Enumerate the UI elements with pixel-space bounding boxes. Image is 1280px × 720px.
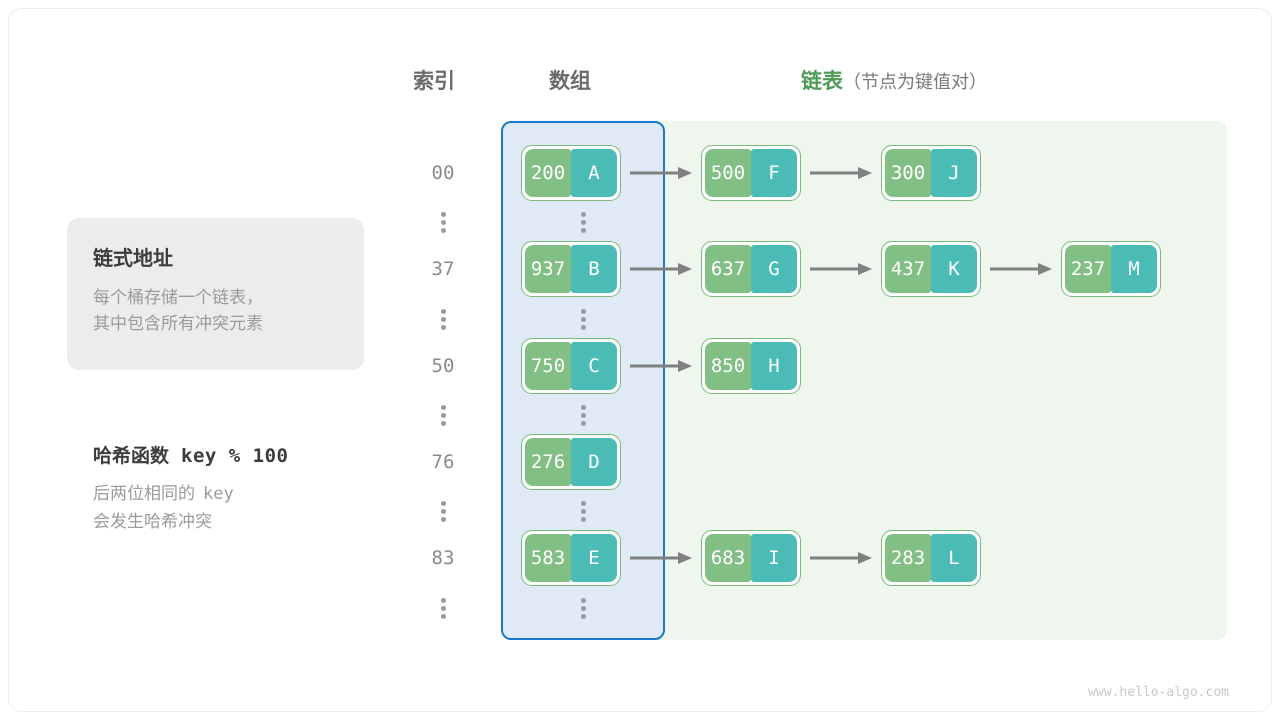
column-header-array: 数组 <box>549 70 591 93</box>
array-ellipsis <box>553 595 613 619</box>
next-pointer-arrow-icon <box>621 241 701 297</box>
hash-function-body: 后两位相同的 key 会发生哈希冲突 <box>93 480 423 535</box>
node-value: E <box>571 534 617 582</box>
info-card-body: 每个桶存储一个链表， 其中包含所有冲突元素 <box>93 285 338 338</box>
node-key: 750 <box>525 342 571 390</box>
bucket-index-label: 50 <box>431 355 455 377</box>
hash-note-line1: 后两位相同的 key <box>93 480 423 508</box>
hash-note-key-token: key <box>203 484 234 504</box>
array-ellipsis <box>553 498 613 522</box>
node-key: 937 <box>525 245 571 293</box>
watermark: www.hello-algo.com <box>1088 685 1229 700</box>
hash-function-note: 哈希函数 key % 100 后两位相同的 key 会发生哈希冲突 <box>93 441 423 535</box>
info-card-body-line2: 其中包含所有冲突元素 <box>93 314 263 334</box>
next-pointer-arrow-icon <box>621 530 701 586</box>
node-value: L <box>931 534 977 582</box>
next-pointer-arrow-icon <box>801 530 881 586</box>
node-value: A <box>571 149 617 197</box>
bucket-index-label: 37 <box>431 258 455 280</box>
column-header-index: 索引 <box>413 70 455 93</box>
node-value: G <box>751 245 797 293</box>
index-ellipsis <box>413 402 473 426</box>
node-key: 283 <box>885 534 931 582</box>
node-value: K <box>931 245 977 293</box>
node-value: B <box>571 245 617 293</box>
array-ellipsis <box>553 306 613 330</box>
diagram-card: 索引 数组 链表（节点为键值对） 链式地址 每个桶存储一个链表， 其中包含所有冲… <box>8 8 1272 712</box>
bucket-index-label: 83 <box>431 547 455 569</box>
array-ellipsis <box>553 402 613 426</box>
array-ellipsis <box>553 209 613 233</box>
node-key: 637 <box>705 245 751 293</box>
next-pointer-arrow-icon <box>621 338 701 394</box>
info-card-body-line1: 每个桶存储一个链表， <box>93 288 263 307</box>
node-value: D <box>571 438 617 486</box>
node-value: M <box>1111 245 1157 293</box>
hash-function-formula: key % 100 <box>181 445 289 467</box>
node-key: 583 <box>525 534 571 582</box>
node-key: 683 <box>705 534 751 582</box>
node-key: 300 <box>885 149 931 197</box>
bucket-index-label: 00 <box>431 162 455 184</box>
node-key: 237 <box>1065 245 1111 293</box>
index-ellipsis <box>413 595 473 619</box>
hash-note-line1-text: 后两位相同的 <box>93 484 195 503</box>
index-ellipsis <box>413 498 473 522</box>
info-card-chaining: 链式地址 每个桶存储一个链表， 其中包含所有冲突元素 <box>67 218 364 370</box>
next-pointer-arrow-icon <box>621 145 701 201</box>
bucket-index-label: 76 <box>431 451 455 473</box>
node-value: H <box>751 342 797 390</box>
node-value: I <box>751 534 797 582</box>
index-ellipsis <box>413 209 473 233</box>
info-card-title: 链式地址 <box>93 248 173 270</box>
next-pointer-arrow-icon <box>801 145 881 201</box>
column-header-list-main: 链表 <box>801 70 843 93</box>
node-key: 200 <box>525 149 571 197</box>
node-key: 850 <box>705 342 751 390</box>
column-header-list-sub: （节点为键值对） <box>843 72 987 92</box>
next-pointer-arrow-icon <box>801 241 881 297</box>
index-ellipsis <box>413 306 473 330</box>
hash-function-label: 哈希函数 <box>93 446 170 467</box>
hash-note-line2: 会发生哈希冲突 <box>93 512 212 532</box>
column-header-list: 链表（节点为键值对） <box>801 65 987 95</box>
node-value: F <box>751 149 797 197</box>
hash-function-title: 哈希函数 key % 100 <box>93 441 423 468</box>
next-pointer-arrow-icon <box>981 241 1061 297</box>
node-key: 500 <box>705 149 751 197</box>
node-key: 437 <box>885 245 931 293</box>
node-key: 276 <box>525 438 571 486</box>
node-value: C <box>571 342 617 390</box>
node-value: J <box>931 149 977 197</box>
